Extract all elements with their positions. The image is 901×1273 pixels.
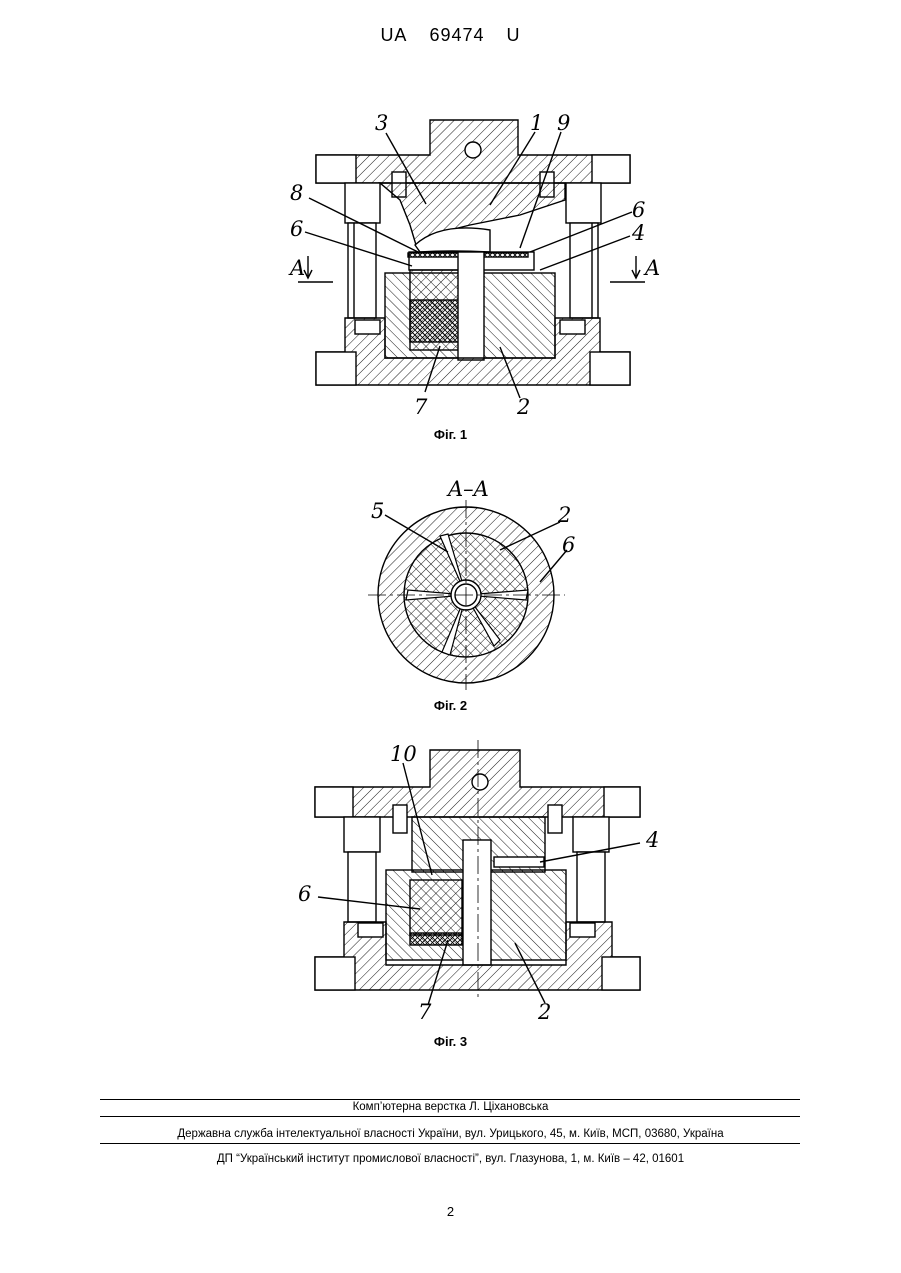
section-a-right: A <box>643 256 660 280</box>
section-title: A–A <box>446 477 489 501</box>
label-4: 4 <box>645 828 659 852</box>
label-2: 2 <box>516 395 530 419</box>
label-2: 2 <box>537 1000 551 1024</box>
figure-3-caption: Фіг. 3 <box>0 1034 901 1049</box>
column-right <box>570 223 598 318</box>
label-1: 1 <box>530 111 543 135</box>
label-6a: 6 <box>290 217 303 241</box>
footer-rule-mid <box>100 1116 800 1117</box>
label-6: 6 <box>298 882 311 906</box>
footer-service: Державна служба інтелектуальної власност… <box>0 1128 901 1140</box>
figure-1: 3 1 9 8 6 6 4 A A 7 2 <box>0 0 901 420</box>
central-pin <box>458 252 484 360</box>
label-6: 6 <box>562 533 575 557</box>
central-pin <box>463 840 491 965</box>
label-7: 7 <box>414 395 428 419</box>
figure-3-drawing: 10 4 6 7 2 <box>0 735 901 1025</box>
label-3: 3 <box>375 111 388 135</box>
label-9: 9 <box>557 111 570 135</box>
figure-2-caption: Фіг. 2 <box>0 698 901 713</box>
footer-rule-bottom <box>100 1143 800 1144</box>
label-10: 10 <box>390 742 417 766</box>
footer-institute: ДП “Український інститут промислової вла… <box>0 1153 901 1165</box>
label-6b: 6 <box>632 198 645 222</box>
hole <box>465 142 481 158</box>
label-4: 4 <box>631 221 645 245</box>
column-left <box>348 223 376 318</box>
figure-3: 10 4 6 7 2 <box>0 735 901 1025</box>
footer-rule-top <box>100 1099 800 1100</box>
figure-2-drawing: A–A 5 2 6 <box>0 470 901 695</box>
figure-1-drawing: 3 1 9 8 6 6 4 A A 7 2 <box>0 0 901 420</box>
label-7: 7 <box>418 1000 432 1024</box>
label-5: 5 <box>371 499 384 523</box>
figure-2: A–A 5 2 6 <box>0 470 901 695</box>
section-a-left: A <box>288 256 305 280</box>
footer-layout: Комп’ютерна верстка Л. Ціхановська <box>0 1101 901 1113</box>
page-number: 2 <box>0 1204 901 1219</box>
figure-1-caption: Фіг. 1 <box>0 427 901 442</box>
label-8: 8 <box>290 181 303 205</box>
label-2: 2 <box>557 503 571 527</box>
